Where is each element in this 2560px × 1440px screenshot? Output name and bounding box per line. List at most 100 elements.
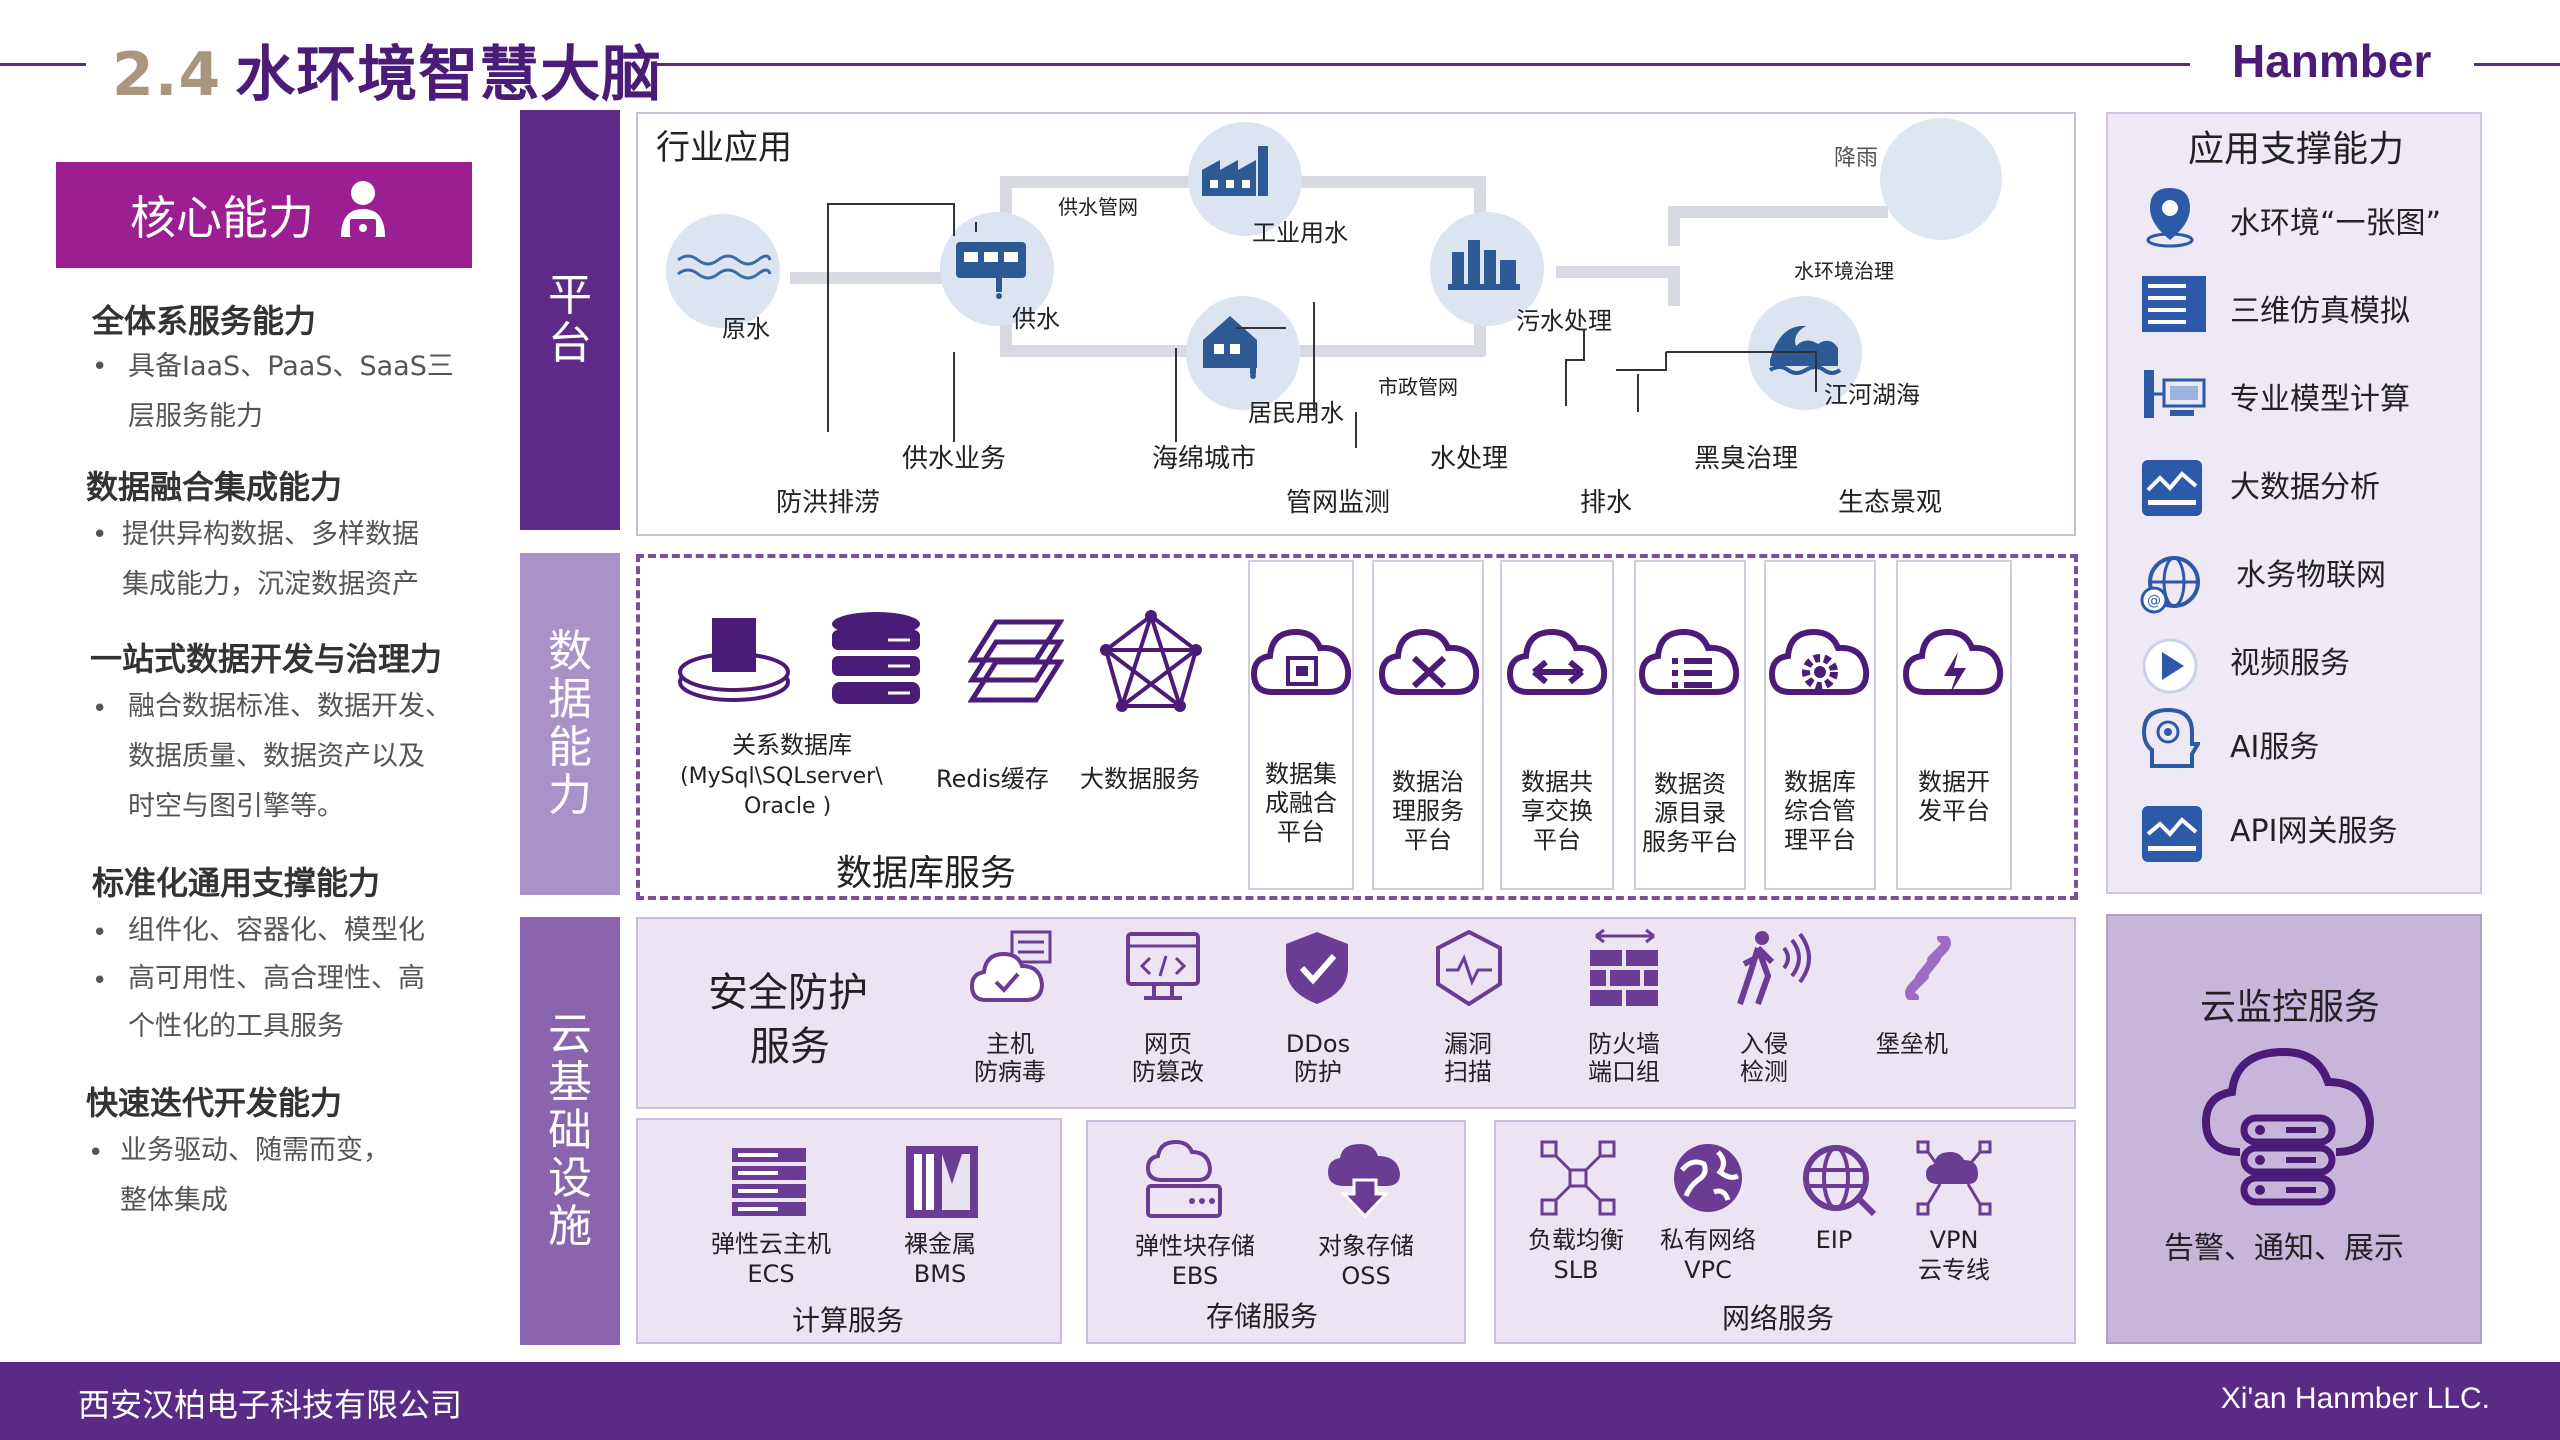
redis-label: Redis缓存 bbox=[936, 765, 1049, 793]
support-item-iot[interactable]: 水务物联网 bbox=[2236, 558, 2386, 593]
iot-globe-icon: @ bbox=[2140, 554, 2204, 620]
database-stack-icon bbox=[828, 610, 924, 718]
bms-label-1: 裸金属 bbox=[904, 1230, 976, 1258]
capability-title-4: 标准化通用支撑能力 bbox=[92, 864, 381, 902]
layer-bar-infra: 云基础设施 bbox=[520, 917, 620, 1345]
layer-label-data: 数据能力 bbox=[548, 626, 592, 821]
cloud-monitor-title: 云监控服务 bbox=[2200, 987, 2381, 1028]
water-plant-icon bbox=[956, 240, 1036, 304]
network-panel bbox=[1494, 1120, 2076, 1344]
app-drainage[interactable]: 排水 bbox=[1580, 488, 1633, 518]
relational-db-sub1: (MySql\SQLserver\ bbox=[680, 764, 883, 789]
cloud-exchange-icon bbox=[1506, 622, 1610, 706]
vpn-label-1: VPN bbox=[1929, 1226, 1979, 1254]
app-flood-control[interactable]: 防洪排涝 bbox=[776, 488, 881, 518]
support-item-api[interactable]: API网关服务 bbox=[2230, 814, 2398, 849]
vpc-label-1: 私有网络 bbox=[1660, 1226, 1756, 1254]
support-item-model[interactable]: 专业模型计算 bbox=[2230, 382, 2410, 417]
globe-icon bbox=[1668, 1140, 1748, 1220]
platform-dbmanage-label-1: 数据库 bbox=[1784, 768, 1856, 796]
capability-text-3c: 时空与图引擎等。 bbox=[128, 791, 344, 822]
support-item-map[interactable]: 水环境“一张图” bbox=[2230, 206, 2442, 241]
support-item-video[interactable]: 视频服务 bbox=[2230, 646, 2350, 681]
host-antivirus-label-2: 防病毒 bbox=[974, 1058, 1046, 1086]
server-rack-icon bbox=[730, 1146, 808, 1226]
core-capability-label: 核心能力 bbox=[130, 191, 314, 245]
layer-bar-platform: 平台 bbox=[520, 110, 620, 530]
support-item-3d-sim[interactable]: 三维仿真模拟 bbox=[2230, 294, 2410, 329]
core-capability-banner: 核心能力 bbox=[56, 162, 472, 268]
chart-window-icon bbox=[2140, 458, 2204, 522]
layer-bar-data: 数据能力 bbox=[520, 553, 620, 895]
rain-label: 降雨 bbox=[1834, 146, 1879, 171]
platform-governance-label-2: 理服务 bbox=[1392, 797, 1464, 825]
platform-col-db-manage[interactable] bbox=[1764, 560, 1876, 890]
platform-integration-label-2: 成融合 bbox=[1265, 789, 1337, 817]
ecs-label-2: ECS bbox=[747, 1260, 795, 1288]
play-video-icon bbox=[2140, 636, 2200, 700]
intrusion-detection-icon bbox=[1736, 928, 1814, 1012]
platform-exchange-label-3: 平台 bbox=[1533, 826, 1581, 854]
slb-label-2: SLB bbox=[1553, 1256, 1599, 1284]
cloud-chip-icon bbox=[1250, 622, 1354, 706]
platform-catalog-label-1: 数据资 bbox=[1654, 770, 1726, 798]
river-label: 江河湖海 bbox=[1824, 381, 1920, 409]
capability-text-2b: 集成能力，沉淀数据资产 bbox=[122, 569, 419, 600]
platform-exchange-label-1: 数据共 bbox=[1521, 768, 1593, 796]
app-support-title: 应用支撑能力 bbox=[2188, 129, 2405, 170]
model-compute-icon bbox=[2140, 368, 2208, 424]
svg-text:@: @ bbox=[2147, 593, 2161, 609]
app-water-treatment[interactable]: 水处理 bbox=[1430, 444, 1509, 474]
app-supply-business[interactable]: 供水业务 bbox=[902, 444, 1007, 474]
firewall-icon bbox=[1586, 928, 1664, 1012]
app-black-odor[interactable]: 黑臭治理 bbox=[1694, 444, 1799, 474]
capability-text-4b: 高可用性、高合理性、高 bbox=[128, 963, 425, 994]
platform-col-develop[interactable] bbox=[1896, 560, 2012, 890]
capability-title-5: 快速迭代开发能力 bbox=[86, 1084, 343, 1122]
waves-icon bbox=[676, 250, 772, 294]
platform-dbmanage-label-2: 综合管 bbox=[1784, 797, 1856, 825]
platform-develop-label-2: 发平台 bbox=[1918, 797, 1990, 825]
block-storage-icon bbox=[1145, 1139, 1222, 1224]
app-eco-landscape[interactable]: 生态景观 bbox=[1838, 488, 1943, 518]
platform-col-exchange[interactable] bbox=[1500, 560, 1614, 890]
header-line-right bbox=[2474, 63, 2560, 66]
sewage-label: 污水处理 bbox=[1516, 307, 1612, 335]
capability-title-3: 一站式数据开发与治理力 bbox=[90, 640, 443, 678]
support-item-ai[interactable]: AI服务 bbox=[2230, 730, 2320, 765]
relational-db-icon bbox=[676, 612, 796, 716]
capability-text-4a: 组件化、容器化、模型化 bbox=[128, 915, 425, 946]
bullet-dot: • bbox=[92, 918, 108, 948]
platform-governance-label-1: 数据治 bbox=[1392, 768, 1464, 796]
cloud-monitor-desc: 告警、通知、展示 bbox=[2164, 1231, 2404, 1266]
vpc-label-2: VPC bbox=[1684, 1256, 1732, 1284]
vulnerability-scan-icon bbox=[1434, 929, 1504, 1010]
app-sponge-city[interactable]: 海绵城市 bbox=[1152, 444, 1257, 474]
pipe-to-rain bbox=[1668, 206, 1888, 218]
ai-head-icon bbox=[2140, 704, 2202, 774]
capability-text-5b: 整体集成 bbox=[120, 1185, 228, 1216]
capability-title-1: 全体系服务能力 bbox=[92, 302, 317, 340]
bullet-dot: • bbox=[88, 1138, 104, 1168]
capability-text-2a: 提供异构数据、多样数据 bbox=[122, 519, 419, 550]
footer-company-en: Xi'an Hanmber LLC. bbox=[2220, 1382, 2490, 1415]
title-number: 2.4 bbox=[112, 40, 222, 110]
cloud-tools-icon bbox=[1378, 622, 1482, 706]
factory-icon bbox=[1200, 140, 1276, 204]
ebs-label-1: 弹性块存储 bbox=[1135, 1232, 1255, 1260]
db-service-label: 数据库服务 bbox=[836, 853, 1017, 894]
app-pipe-monitor[interactable]: 管网监测 bbox=[1286, 488, 1391, 518]
bullet-dot: • bbox=[92, 694, 108, 724]
industrial-label: 工业用水 bbox=[1252, 219, 1348, 247]
ddos-label-1: DDos bbox=[1285, 1030, 1351, 1058]
security-panel bbox=[636, 917, 2076, 1109]
platform-catalog-label-3: 服务平台 bbox=[1642, 828, 1738, 856]
support-item-bigdata[interactable]: 大数据分析 bbox=[2230, 470, 2380, 505]
platform-col-catalog[interactable] bbox=[1634, 560, 1746, 890]
platform-col-integration[interactable] bbox=[1248, 560, 1354, 890]
shield-check-icon bbox=[1282, 930, 1352, 1010]
platform-col-governance[interactable] bbox=[1372, 560, 1484, 890]
footer-bar: 西安汉柏电子科技有限公司 Xi'an Hanmber LLC. bbox=[0, 1362, 2560, 1440]
chain-link-icon bbox=[1898, 933, 1958, 1004]
capability-text-3a: 融合数据标准、数据开发、 bbox=[128, 691, 452, 722]
